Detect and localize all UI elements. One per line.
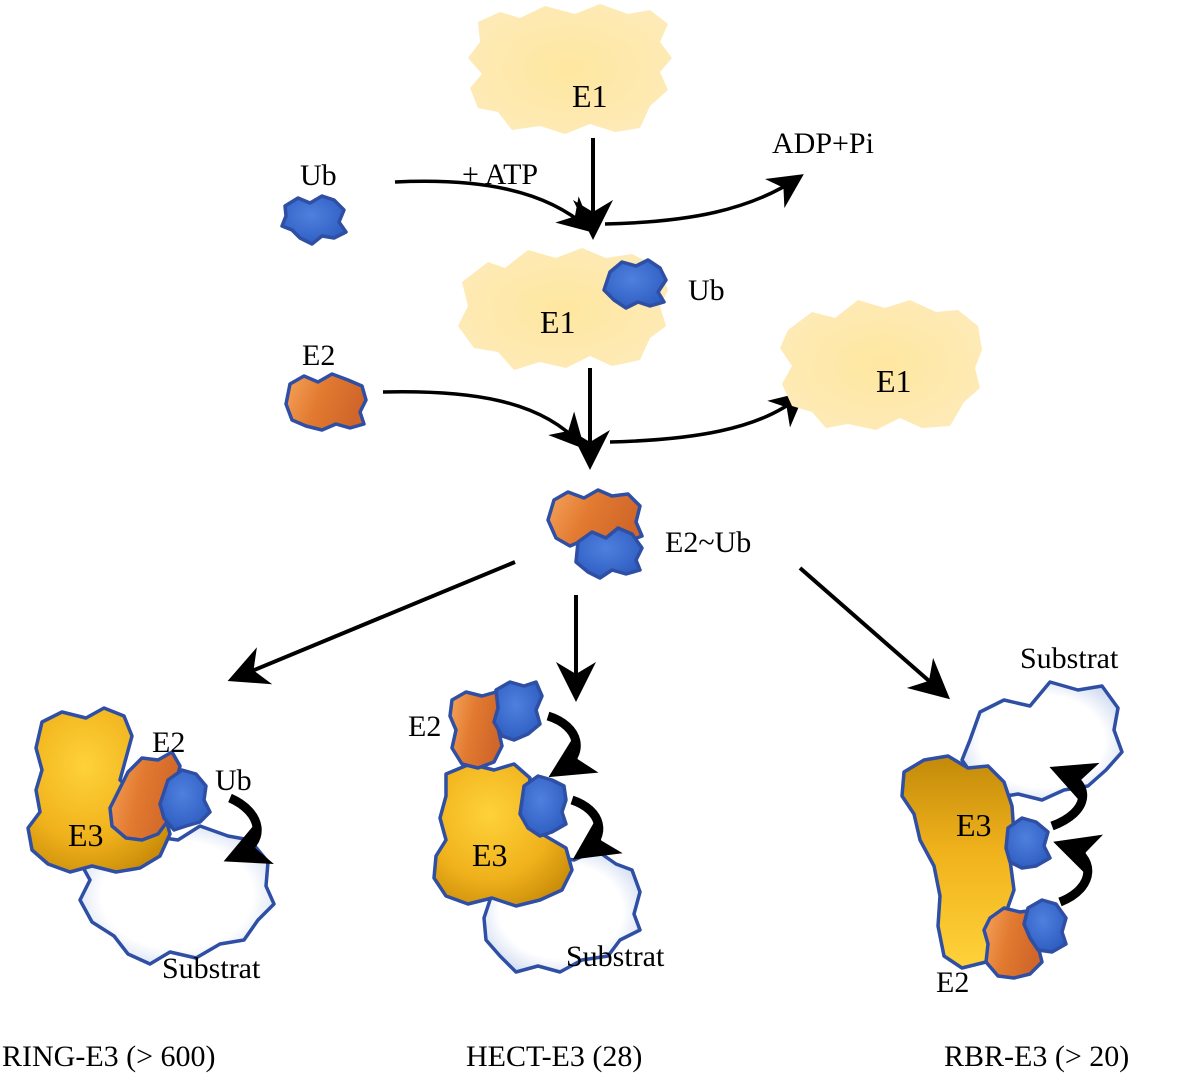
- e1-enzyme-released: [780, 300, 982, 430]
- e1-enzyme-top: [468, 4, 672, 134]
- e1-released-label: E1: [876, 363, 912, 399]
- hect-ub-e3-protein: [518, 774, 568, 838]
- ub-free-label: Ub: [300, 159, 337, 192]
- arrow-to-ring-e3: [227, 560, 516, 685]
- ub-free-protein: [280, 194, 348, 246]
- arrow-ub-to-e1: [394, 179, 594, 233]
- e2-ub-label: E2~Ub: [665, 526, 751, 559]
- rbr-e3-family-label: RBR-E3 (> 20): [944, 1040, 1129, 1073]
- hect-transfer-arrow-1: [546, 711, 599, 778]
- ring-ub-label: Ub: [215, 764, 252, 797]
- ub-complex-label: Ub: [688, 274, 725, 307]
- e2-ub-conjugate: [546, 488, 644, 580]
- hect-transfer-arrow-2: [570, 795, 623, 860]
- ring-ub-protein: [158, 768, 212, 832]
- rbr-ub-e2-protein: [1022, 898, 1068, 954]
- arrow-to-rbr-e3: [798, 566, 951, 700]
- hect-e3-label: E3: [472, 837, 508, 873]
- rbr-transfer-arrow-1: [1053, 834, 1104, 907]
- ring-transfer-arrow: [223, 793, 274, 864]
- arrow-to-released-e1: [609, 391, 806, 444]
- e2-free-label: E2: [302, 339, 335, 372]
- arrow-to-adp-pi: [604, 174, 804, 226]
- ring-e3-label: E3: [68, 817, 104, 853]
- adp-pi-label: ADP+Pi: [772, 127, 874, 160]
- arrow-e2-to-e1: [382, 390, 585, 450]
- ring-substrat-label: Substrat: [162, 952, 261, 985]
- hect-e2-protein: [448, 690, 504, 770]
- hect-substrat-label: Substrat: [566, 940, 665, 973]
- e1-top-label: E1: [572, 78, 608, 114]
- rbr-e2-label: E2: [936, 966, 969, 999]
- e2-free-protein: [284, 372, 368, 432]
- rbr-transfer-arrow-2: [1049, 762, 1100, 831]
- rbr-e3-label: E3: [956, 807, 992, 843]
- hect-e3-protein: [432, 762, 574, 908]
- ring-e3-family-label: RING-E3 (> 600): [2, 1040, 216, 1073]
- rbr-ub-e3-protein: [1004, 816, 1052, 870]
- ub-bound-protein: [602, 258, 668, 310]
- hect-e3-family-label: HECT-E3 (28): [466, 1040, 642, 1073]
- ring-e2-label: E2: [152, 726, 185, 759]
- hect-ub-e2-protein: [492, 680, 544, 742]
- e1-complex-label: E1: [540, 304, 576, 340]
- hect-e2-label: E2: [408, 710, 441, 743]
- rbr-substrat-label: Substrat: [1020, 642, 1119, 675]
